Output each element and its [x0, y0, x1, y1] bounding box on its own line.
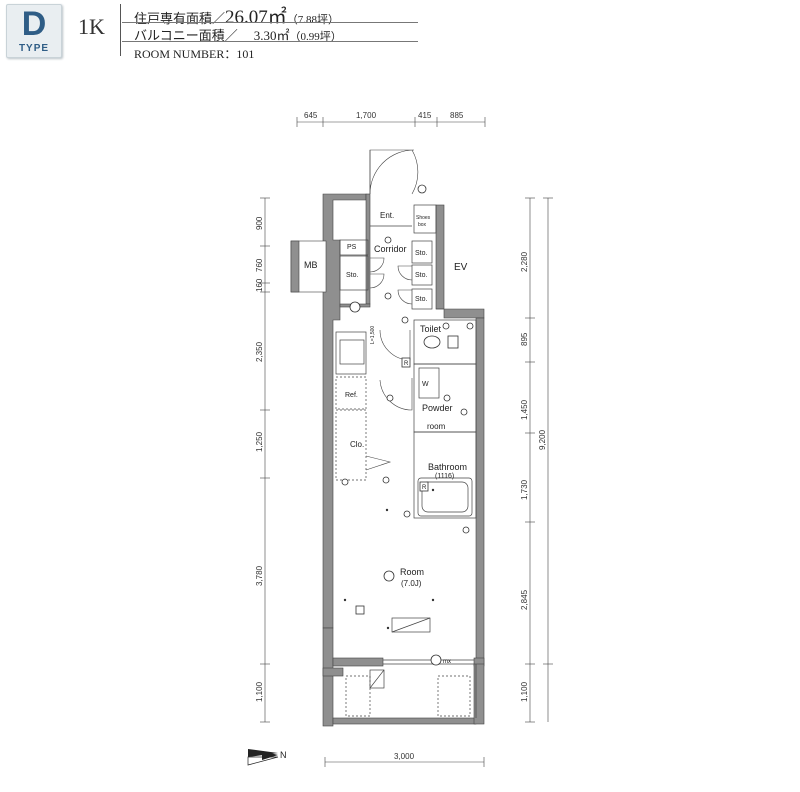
type-word: TYPE [18, 43, 50, 54]
dim-left-4: 2,350 [255, 341, 264, 362]
label-room-size: (7.0J) [401, 579, 422, 588]
label-powder-room: room [427, 422, 446, 431]
label-ent: Ent. [380, 211, 394, 220]
label-sto-3: Sto. [415, 272, 428, 279]
label-toilet: Toilet [420, 324, 442, 334]
label-shoes-2: box [418, 222, 427, 228]
dimension-lines-left [260, 197, 270, 723]
dim-right-2: 895 [520, 332, 529, 346]
dim-total: 9,200 [538, 429, 547, 450]
north-label: N [280, 750, 287, 760]
north-arrow [247, 749, 279, 766]
label-l-height: L=1,500 [370, 326, 376, 344]
r-box-1 [401, 357, 411, 368]
interior-lines [335, 204, 477, 718]
private-area-tsubo: （7.88坪） [286, 14, 340, 26]
dim-left-1: 900 [255, 216, 264, 230]
label-smk: mx [443, 659, 451, 665]
label-sto-4: Sto. [415, 296, 428, 303]
toilet-bowl [423, 335, 441, 349]
label-w: W [422, 381, 429, 388]
header-rule-1 [122, 22, 418, 23]
label-r-1: R [404, 361, 409, 367]
dim-top-1: 645 [304, 111, 318, 120]
dim-right-6: 1,100 [520, 681, 529, 702]
label-r-2: R [422, 485, 427, 491]
dim-left-5: 1,250 [255, 431, 264, 452]
layout-type: 1K [78, 14, 105, 39]
label-sto-1: Sto. [346, 272, 359, 279]
dim-right-3: 1,450 [520, 399, 529, 420]
header: D TYPE 1K 住戸専有面積／26.07㎡（7.88坪） バルコニー面積／3… [0, 0, 800, 62]
fixture-dots [343, 488, 435, 630]
room-number: ROOM NUMBER：101 [134, 47, 255, 61]
label-shoes-1: Shoes [416, 215, 431, 221]
label-corridor: Corridor [374, 244, 407, 254]
header-rule-2 [122, 41, 418, 42]
dim-right-4: 1,730 [520, 479, 529, 500]
dim-right-1: 2,280 [520, 251, 529, 272]
toilet-tank [447, 335, 459, 349]
type-badge: D TYPE [6, 4, 62, 58]
header-divider [120, 4, 121, 56]
dim-bottom: 3,000 [394, 752, 415, 761]
dimension-lines-bottom [324, 757, 485, 767]
dimension-lines-right [525, 197, 553, 723]
type-letter: D [21, 5, 47, 43]
label-ev: EV [454, 262, 468, 273]
balcony-area-tsubo: （0.99坪） [289, 31, 342, 43]
dim-left-7: 1,100 [255, 681, 264, 702]
label-clo: Clo. [350, 440, 364, 449]
label-mb: MB [304, 260, 318, 270]
o2-box [355, 605, 365, 615]
label-bathroom: Bathroom [428, 462, 467, 472]
label-room: Room [400, 567, 424, 577]
dim-top-2: 1,700 [356, 111, 377, 120]
dim-top-4: 885 [450, 111, 464, 120]
label-ref: Ref. [345, 392, 358, 399]
r-box-2 [419, 481, 429, 492]
walls [290, 193, 485, 727]
balcony-area-value: 3.30㎡ [253, 28, 290, 43]
label-ps: PS [347, 244, 357, 251]
label-bathroom-size: (1116) [435, 473, 454, 480]
door-swings [365, 149, 419, 471]
fixtures [341, 184, 474, 666]
dim-left-2: 760 [255, 258, 264, 272]
label-powder: Powder [422, 403, 453, 413]
balcony-area-row: バルコニー面積／ 3.30㎡（0.99坪） [134, 25, 342, 44]
dim-top-3: 415 [418, 111, 432, 120]
dimension-lines-top [296, 117, 486, 127]
dim-left-6: 3,780 [255, 565, 264, 586]
balcony-area-label: バルコニー面積／ [134, 28, 238, 43]
label-sto-2: Sto. [415, 250, 428, 257]
dim-left-3: 160 [255, 278, 264, 292]
dim-right-5: 2,845 [520, 589, 529, 610]
